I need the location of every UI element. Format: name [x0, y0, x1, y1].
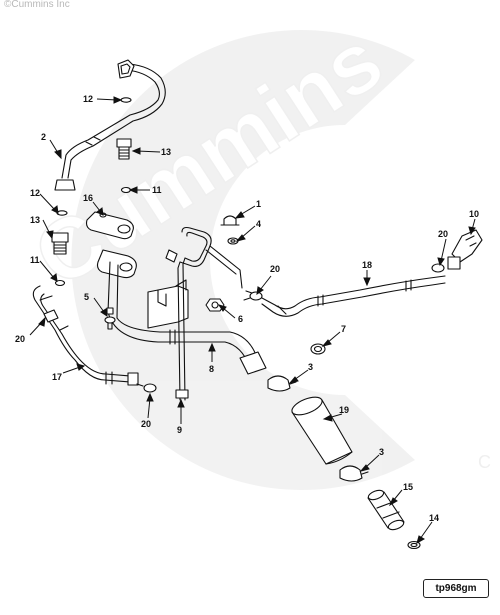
callout-12-upper: 12	[83, 94, 93, 104]
callout-18: 18	[362, 260, 372, 270]
copyright-notice: ©Cummins Inc	[4, 0, 70, 10]
callout-7: 7	[341, 324, 346, 334]
callout-3-lower: 3	[379, 447, 384, 457]
callout-20-right: 20	[438, 229, 448, 239]
callout-17: 17	[52, 372, 62, 382]
callout-20-bottom: 20	[141, 419, 151, 429]
callout-13-upper: 13	[161, 147, 171, 157]
callout-9: 9	[177, 425, 182, 435]
callout-20-left: 20	[15, 334, 25, 344]
callout-16: 16	[83, 193, 93, 203]
callout-1: 1	[256, 199, 261, 209]
callout-20-mid: 20	[270, 264, 280, 274]
callout-15: 15	[403, 482, 413, 492]
callout-6: 6	[238, 314, 243, 324]
parts-linework	[32, 59, 483, 550]
callout-19: 19	[339, 405, 349, 415]
callout-5: 5	[84, 292, 89, 302]
callout-3-upper: 3	[308, 362, 313, 372]
drawing-code-label: tp968gm	[423, 579, 489, 598]
watermark-mark: C	[478, 452, 491, 472]
callout-labels: 12 2 13 11 12 16 13 11 1 4 5 6 20 18 20 …	[15, 94, 479, 523]
callout-12-lower: 12	[30, 188, 40, 198]
callout-14: 14	[429, 513, 439, 523]
callout-leaders	[29, 96, 476, 545]
brand-watermark: Cummins C	[17, 11, 491, 491]
callout-11-upper: 11	[152, 185, 162, 195]
callout-8: 8	[209, 364, 214, 374]
callout-10: 10	[469, 209, 479, 219]
callout-4: 4	[256, 219, 261, 229]
callout-13-lower: 13	[30, 215, 40, 225]
callout-2: 2	[41, 132, 46, 142]
callout-11-lower: 11	[30, 255, 40, 265]
